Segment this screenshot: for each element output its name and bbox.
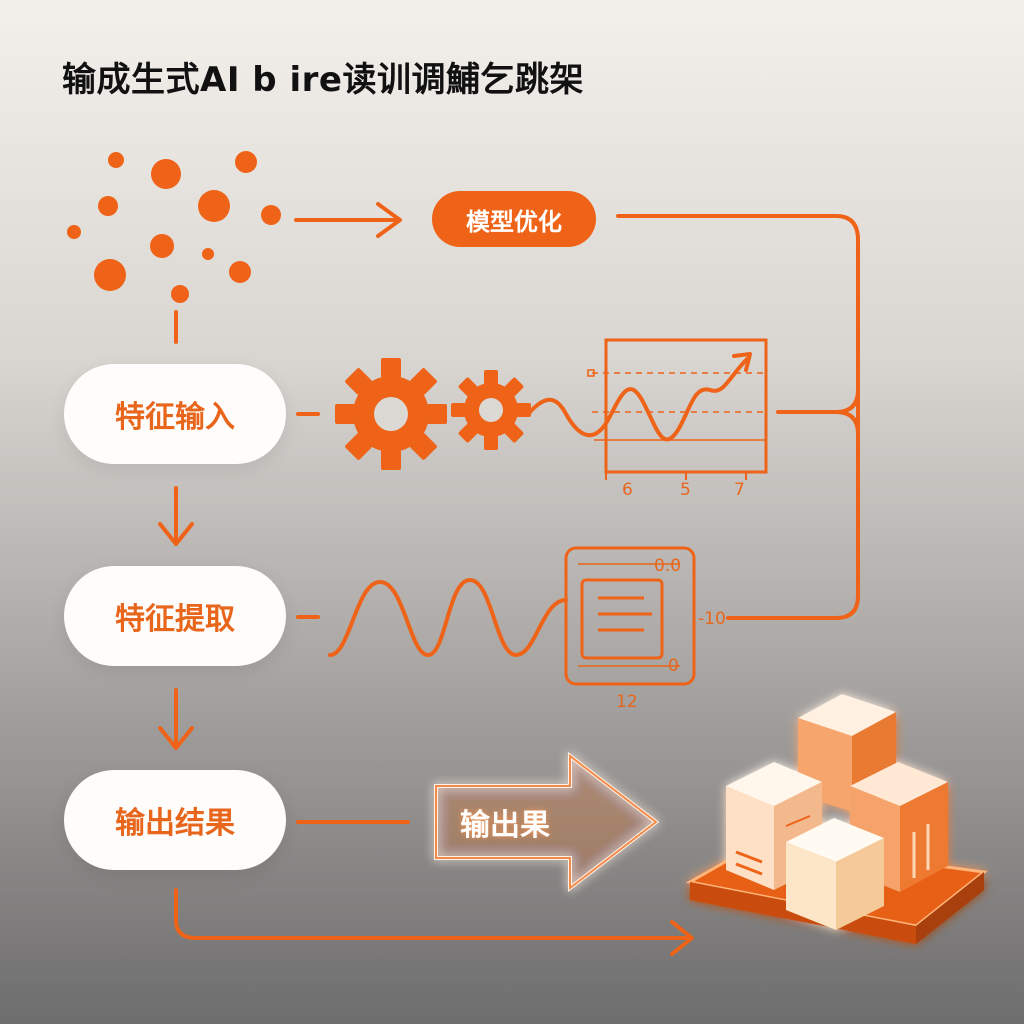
chart-tick-label: 5 bbox=[680, 480, 691, 500]
arrow-to-model-optimize bbox=[294, 202, 402, 238]
data-panel bbox=[564, 546, 696, 686]
panel-label-bottom: 0 bbox=[668, 656, 679, 676]
gear-large-icon bbox=[335, 358, 447, 470]
output-result-node: 输出结果 bbox=[64, 770, 286, 870]
panel-label-top: 0.0 bbox=[654, 556, 682, 576]
arrow-extract-to-output bbox=[158, 688, 194, 750]
output-arrow-label: 输出果 bbox=[460, 808, 550, 843]
data-cubes-icon bbox=[685, 694, 988, 944]
feedback-loop-line bbox=[616, 214, 861, 620]
feature-extract-node: 特征提取 bbox=[64, 566, 286, 666]
feature-input-node: 特征输入 bbox=[64, 364, 286, 464]
chart-tick-label: 7 bbox=[734, 480, 745, 500]
panel-label-below: 12 bbox=[616, 692, 638, 712]
chart-tick-label: 6 bbox=[622, 480, 633, 500]
panel-label-side: -10 bbox=[698, 609, 726, 629]
diagram-title: 输成生式AI b ire读训调鯆乞跳架 bbox=[62, 60, 584, 100]
arrow-input-to-extract bbox=[158, 486, 194, 546]
gear-small-icon bbox=[451, 370, 531, 450]
signal-wave bbox=[328, 577, 568, 658]
model-optimize-node: 模型优化 bbox=[432, 191, 596, 247]
arrow-to-cubes bbox=[174, 888, 694, 956]
trend-chart bbox=[526, 338, 796, 480]
data-particles bbox=[67, 151, 281, 303]
